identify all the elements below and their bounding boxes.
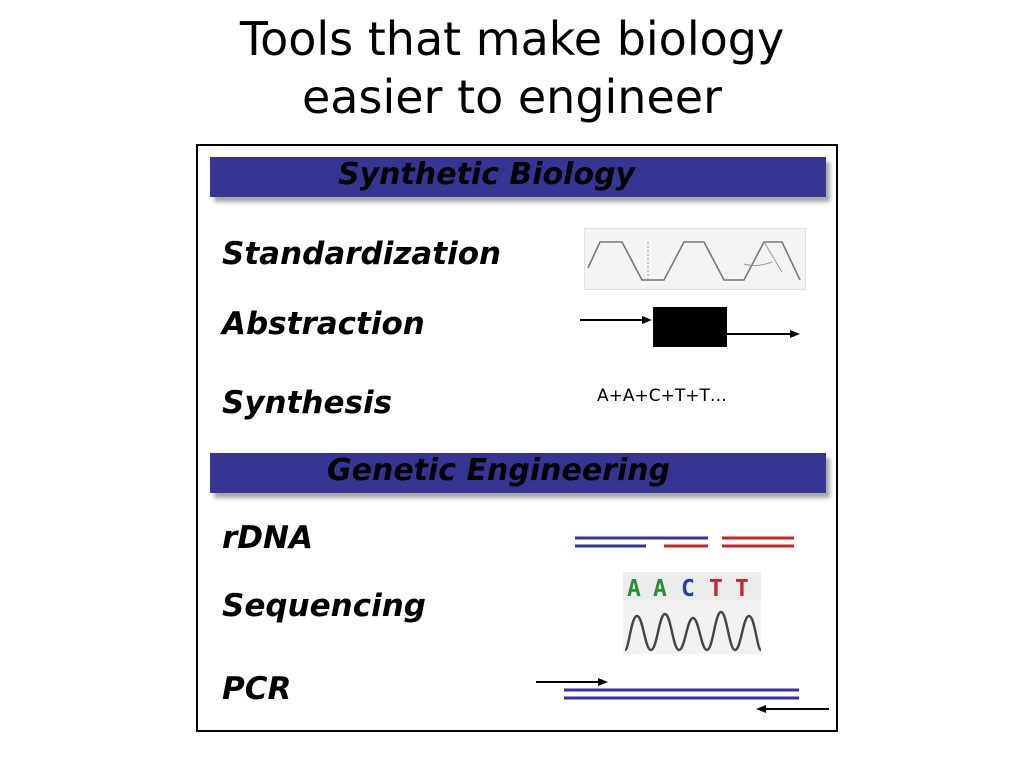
sequencing-chromatogram-icon: A A C T T [623,572,761,654]
item-sequencing: Sequencing [222,588,426,624]
synthesis-sequence-text: A+A+C+T+T… [597,386,727,406]
base-label-a1: A [627,576,641,602]
item-pcr: PCR [222,671,292,707]
item-standardization: Standardization [222,236,502,272]
content-frame [196,144,838,732]
item-synthesis: Synthesis [222,385,393,421]
title-line-1: Tools that make biology [239,12,785,66]
base-label-a2: A [653,576,667,602]
base-label-t1: T [709,576,723,602]
genetic-engineering-header: Genetic Engineering [210,453,826,493]
item-rdna: rDNA [222,520,313,556]
synthetic-biology-header: Synthetic Biology [210,157,826,197]
synthetic-biology-header-text: Synthetic Biology [338,157,636,192]
pcr-primers-strands-icon [536,678,829,713]
item-abstraction: Abstraction [222,306,425,342]
base-label-c: C [681,576,695,602]
recombinant-dna-strands-icon [575,536,794,548]
slide-title: Tools that make biology easier to engine… [0,10,1024,126]
title-line-2: easier to engineer [302,70,722,124]
genetic-engineering-header-text: Genetic Engineering [327,453,671,488]
screw-thread-icon [584,228,806,290]
black-box-abstraction-icon [580,307,800,347]
base-label-t2: T [735,576,749,602]
